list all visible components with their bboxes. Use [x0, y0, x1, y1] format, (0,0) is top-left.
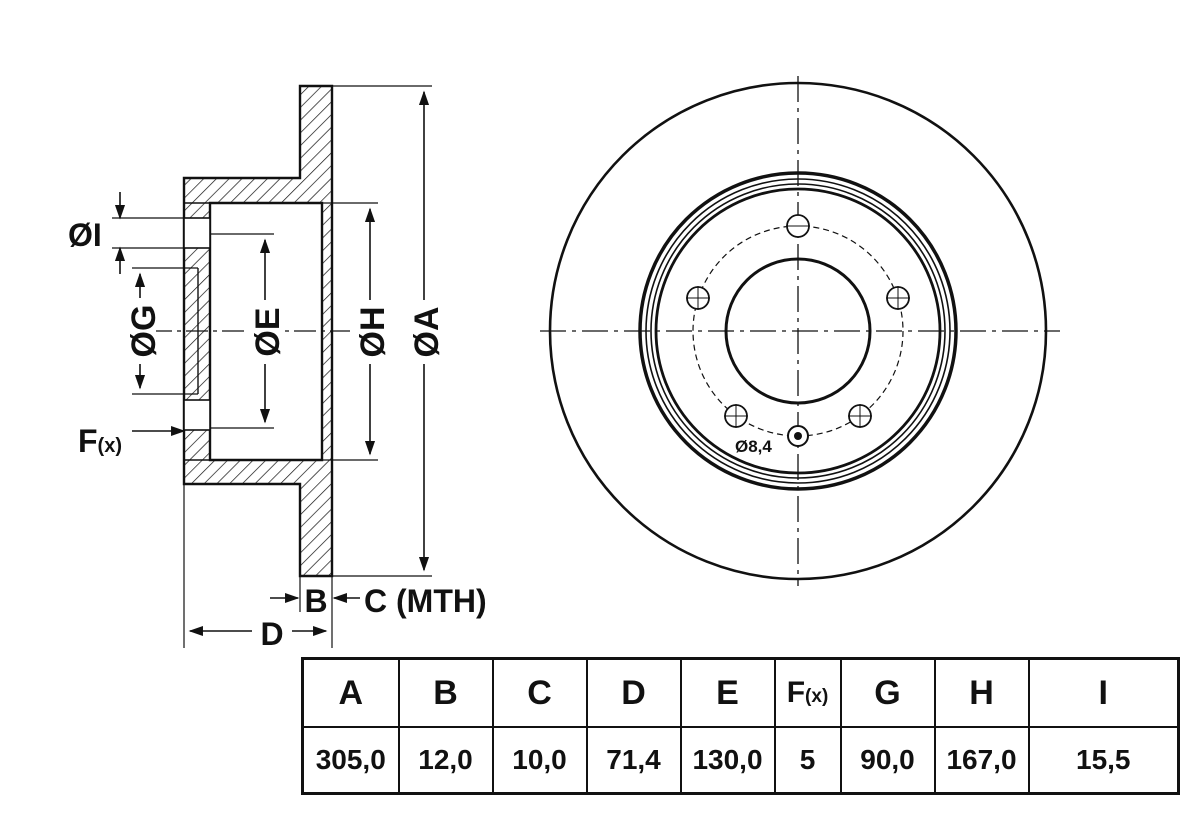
spec-table-header-row: A B C D E F(x) G H I: [301, 657, 1180, 728]
value-C: 10,0: [491, 726, 588, 795]
value-A: 305,0: [301, 726, 400, 795]
header-H: H: [933, 657, 1030, 728]
header-E: E: [679, 657, 776, 728]
spec-table-value-row: 305,0 12,0 10,0 71,4 130,0 5 90,0 167,0 …: [301, 726, 1180, 795]
header-C: C: [491, 657, 588, 728]
value-G: 90,0: [839, 726, 936, 795]
header-A: A: [301, 657, 400, 728]
header-I: I: [1027, 657, 1180, 728]
value-E: 130,0: [679, 726, 776, 795]
value-B: 12,0: [397, 726, 494, 795]
spec-table: A B C D E F(x) G H I 305,0 12,0 10,0 71,…: [301, 657, 1180, 795]
label-dia-I: ØI: [68, 217, 102, 253]
label-dia-G: ØG: [125, 305, 163, 358]
header-F: F(x): [773, 657, 842, 728]
label-bolt-hole: Ø8,4: [735, 437, 772, 456]
side-section-view: ØA ØH ØE ØG ØI F(x) B C (MTH): [68, 84, 487, 652]
value-H: 167,0: [933, 726, 1030, 795]
header-G: G: [839, 657, 936, 728]
front-view: Ø8,4: [540, 76, 1060, 586]
label-dia-E: ØE: [249, 307, 287, 356]
label-D: D: [260, 616, 283, 652]
label-C: C (MTH): [364, 583, 487, 619]
label-F: F(x): [78, 423, 122, 459]
header-D: D: [585, 657, 682, 728]
value-F: 5: [773, 726, 842, 795]
value-D: 71,4: [585, 726, 682, 795]
label-dia-H: ØH: [354, 307, 392, 358]
header-B: B: [397, 657, 494, 728]
label-B: B: [304, 583, 327, 619]
label-dia-A: ØA: [408, 307, 446, 358]
value-I: 15,5: [1027, 726, 1180, 795]
